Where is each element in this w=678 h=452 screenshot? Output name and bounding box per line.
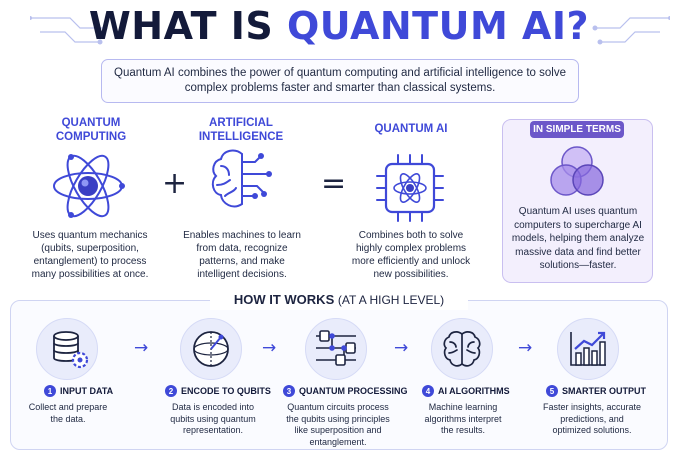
ai-heading: ARTIFICIAL INTELLIGENCE	[198, 117, 284, 143]
quantum-circuit-icon	[316, 330, 356, 366]
step-5-desc: Faster insights, accurate predictions, a…	[542, 402, 642, 435]
step-2-number: 2	[165, 385, 177, 397]
how-title-sub: (AT A HIGH LEVEL)	[337, 293, 445, 307]
plus-operator: +	[162, 166, 188, 201]
brain-icon	[443, 331, 481, 367]
page-title: WHAT IS QUANTUM AI?	[0, 4, 678, 48]
step-1-label: 1 INPUT DATA	[44, 385, 113, 397]
atom-icon	[53, 154, 125, 218]
title-part-2: QUANTUM AI?	[286, 4, 590, 48]
intro-box: Quantum AI combines the power of quantum…	[101, 59, 579, 103]
step-2-desc: Data is encoded into qubits using quantu…	[170, 402, 256, 435]
step-1-title: INPUT DATA	[60, 386, 114, 396]
venn-diagram-icon	[550, 146, 604, 196]
quantum-ai-desc: Combines both to solve highly complex pr…	[351, 230, 471, 280]
quantum-computing-desc: Uses quantum mechanics (qubits, superpos…	[31, 230, 149, 280]
atom-chip-icon	[376, 154, 444, 222]
arrow-1: →	[134, 338, 149, 358]
step-5-circle	[557, 318, 619, 380]
quantum-computing-heading: QUANTUM COMPUTING	[55, 117, 127, 143]
step-1-number: 1	[44, 385, 56, 397]
step-2-label: 2 ENCODE TO QUBITS	[165, 385, 271, 397]
simple-terms-desc: Quantum AI uses quantum computers to sup…	[511, 206, 645, 271]
step-3-circle	[305, 318, 367, 380]
step-3-number: 3	[283, 385, 295, 397]
step-1-desc: Collect and prepare the data.	[28, 402, 108, 424]
intro-text: Quantum AI combines the power of quantum…	[114, 67, 566, 94]
step-5-number: 5	[546, 385, 558, 397]
growth-chart-icon	[570, 331, 606, 366]
arrow-4: →	[518, 338, 533, 358]
left-circuit-decoration	[30, 16, 108, 45]
how-it-works-title: HOW IT WORKS (AT A HIGH LEVEL)	[210, 292, 468, 310]
step-3-label: 3 QUANTUM PROCESSING	[283, 385, 408, 397]
step-3-desc: Quantum circuits process the qubits usin…	[286, 402, 390, 447]
database-gear-icon	[53, 331, 89, 369]
arrow-2: →	[262, 338, 277, 358]
arrow-3: →	[394, 338, 409, 358]
equals-operator: =	[321, 166, 347, 201]
how-title-main: HOW IT WORKS	[233, 292, 335, 307]
step-3-title: QUANTUM PROCESSING	[299, 386, 408, 396]
title-part-1: WHAT IS	[88, 4, 287, 48]
simple-terms-badge: IN SIMPLE TERMS	[530, 121, 624, 138]
bloch-sphere-icon	[193, 331, 229, 367]
step-4-desc: Machine learning algorithms interpret th…	[424, 402, 502, 435]
step-2-title: ENCODE TO QUBITS	[181, 386, 271, 396]
quantum-ai-heading: QUANTUM AI	[374, 123, 448, 135]
step-4-number: 4	[422, 385, 434, 397]
step-5-label: 5 SMARTER OUTPUT	[546, 385, 646, 397]
step-5-title: SMARTER OUTPUT	[562, 386, 646, 396]
step-4-title: AI ALGORITHMS	[438, 386, 510, 396]
right-circuit-decoration	[592, 16, 670, 45]
step-4-label: 4 AI ALGORITHMS	[422, 385, 510, 397]
ai-desc: Enables machines to learn from data, rec…	[183, 230, 301, 280]
brain-circuit-icon	[211, 149, 272, 208]
